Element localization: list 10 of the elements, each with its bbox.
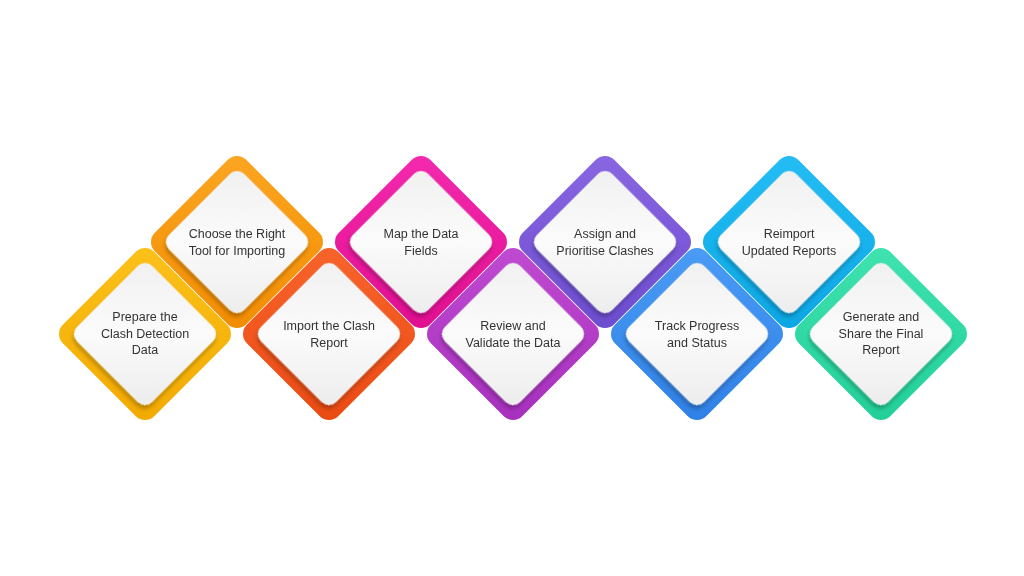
step-text: Review and Validate the Data bbox=[464, 317, 562, 351]
step-text: Track Progress and Status bbox=[653, 317, 741, 351]
step-text: Reimport Updated Reports bbox=[740, 225, 838, 259]
step-text: Choose the Right Tool for Importing bbox=[188, 225, 286, 259]
diamond-step bbox=[793, 246, 969, 422]
step-text: Import the Clash Report bbox=[282, 317, 376, 351]
step-text: Prepare the Clash Detection Data bbox=[99, 309, 191, 359]
step-text: Assign and Prioritise Clashes bbox=[556, 225, 654, 259]
step-text: Generate and Share the Final Report bbox=[837, 309, 925, 359]
step-text: Map the Data Fields bbox=[382, 225, 460, 259]
